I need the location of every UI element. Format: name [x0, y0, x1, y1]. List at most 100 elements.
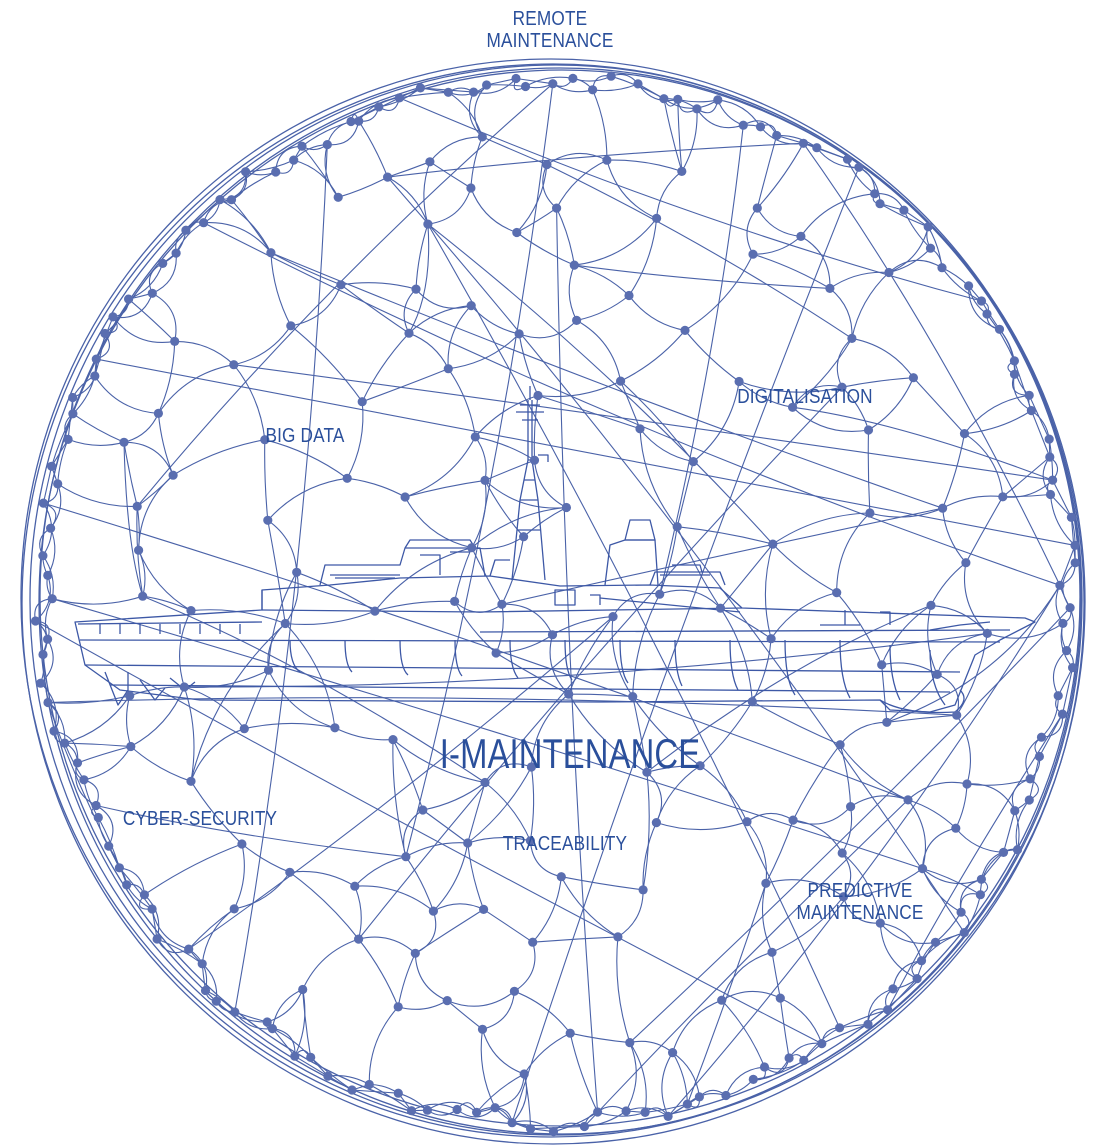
network-node	[526, 1124, 536, 1134]
network-node	[266, 248, 276, 258]
network-link	[157, 364, 234, 414]
network-link	[738, 380, 843, 393]
network-node	[43, 697, 53, 708]
network-node	[211, 996, 221, 1006]
network-node	[533, 390, 543, 401]
network-link	[427, 1101, 477, 1113]
network-link	[667, 585, 1061, 1117]
network-node	[761, 878, 771, 888]
network-node	[846, 802, 856, 812]
network-node	[565, 1028, 575, 1038]
network-node	[713, 95, 723, 105]
network-link	[47, 697, 957, 716]
network-link	[293, 159, 339, 198]
network-node	[1057, 709, 1068, 719]
network-link	[881, 664, 888, 723]
network-link	[347, 477, 406, 498]
network-node	[415, 83, 425, 93]
network-node	[388, 735, 398, 745]
network-node	[497, 599, 507, 609]
network-link	[284, 572, 299, 624]
network-node	[229, 904, 239, 914]
network-node	[108, 312, 118, 322]
sphere-outline-arc	[38, 69, 1086, 1135]
network-node	[467, 543, 477, 553]
network-node	[347, 1085, 357, 1095]
network-link	[620, 330, 686, 382]
network-link	[67, 438, 125, 446]
network-link	[592, 83, 639, 92]
network-node	[692, 104, 702, 114]
network-link	[533, 395, 539, 461]
network-link	[779, 998, 790, 1059]
network-node	[847, 333, 857, 343]
network-node	[606, 71, 616, 81]
network-node	[1045, 489, 1056, 500]
network-node	[452, 1104, 462, 1115]
network-link	[392, 739, 486, 784]
network-link	[64, 742, 131, 748]
network-node	[677, 166, 687, 176]
network-node	[768, 539, 778, 549]
network-node	[394, 93, 404, 103]
network-link	[404, 496, 472, 549]
network-node	[817, 1039, 827, 1049]
network-node	[428, 906, 438, 916]
network-link	[447, 305, 472, 369]
network-node	[393, 1088, 403, 1098]
network-node	[138, 591, 148, 601]
network-link	[123, 442, 144, 597]
network-link	[270, 252, 943, 509]
network-link	[523, 1073, 532, 1129]
network-link	[956, 633, 988, 716]
network-nodes	[30, 71, 1080, 1137]
network-link	[927, 605, 938, 675]
network-link	[629, 1040, 673, 1054]
network-link	[611, 616, 634, 697]
network-node	[742, 817, 752, 827]
network-node	[1034, 751, 1044, 762]
network-node	[975, 890, 986, 900]
network-link	[632, 696, 701, 767]
network-link	[886, 585, 1061, 723]
network-link	[770, 592, 837, 640]
network-node	[908, 373, 919, 383]
network-node	[633, 79, 643, 89]
network-node	[798, 138, 809, 148]
network-link	[302, 938, 359, 990]
network-link	[392, 739, 424, 811]
network-link	[233, 843, 245, 910]
network-link	[851, 272, 890, 339]
network-node	[490, 1103, 500, 1113]
network-link	[836, 512, 871, 593]
network-link	[1062, 562, 1076, 609]
network-link	[561, 876, 644, 891]
network-link	[841, 377, 914, 388]
network-link	[35, 620, 823, 1045]
network-node	[122, 880, 132, 890]
network-link	[792, 806, 852, 825]
network-node	[1024, 795, 1034, 805]
network-link	[454, 600, 503, 613]
network-link	[482, 136, 548, 166]
network-link	[921, 827, 956, 869]
label-cyber-security-text: CYBER-SECURITY	[122, 808, 278, 830]
network-node	[1053, 691, 1063, 701]
network-link	[408, 332, 449, 369]
network-node	[262, 1017, 272, 1027]
network-node	[568, 73, 578, 83]
network-node	[951, 823, 961, 833]
network-link	[986, 313, 1015, 362]
network-link	[203, 222, 1061, 586]
network-node	[507, 1118, 517, 1128]
network-node	[450, 596, 460, 607]
network-link	[157, 341, 176, 414]
network-link	[529, 840, 562, 878]
network-node	[688, 457, 698, 467]
network-node	[443, 364, 453, 374]
network-node	[509, 986, 519, 996]
network-node	[1070, 558, 1080, 568]
network-link	[752, 235, 802, 255]
label-predictive-maintenance-line2: MAINTENANCE	[796, 902, 924, 925]
network-link	[765, 879, 844, 898]
